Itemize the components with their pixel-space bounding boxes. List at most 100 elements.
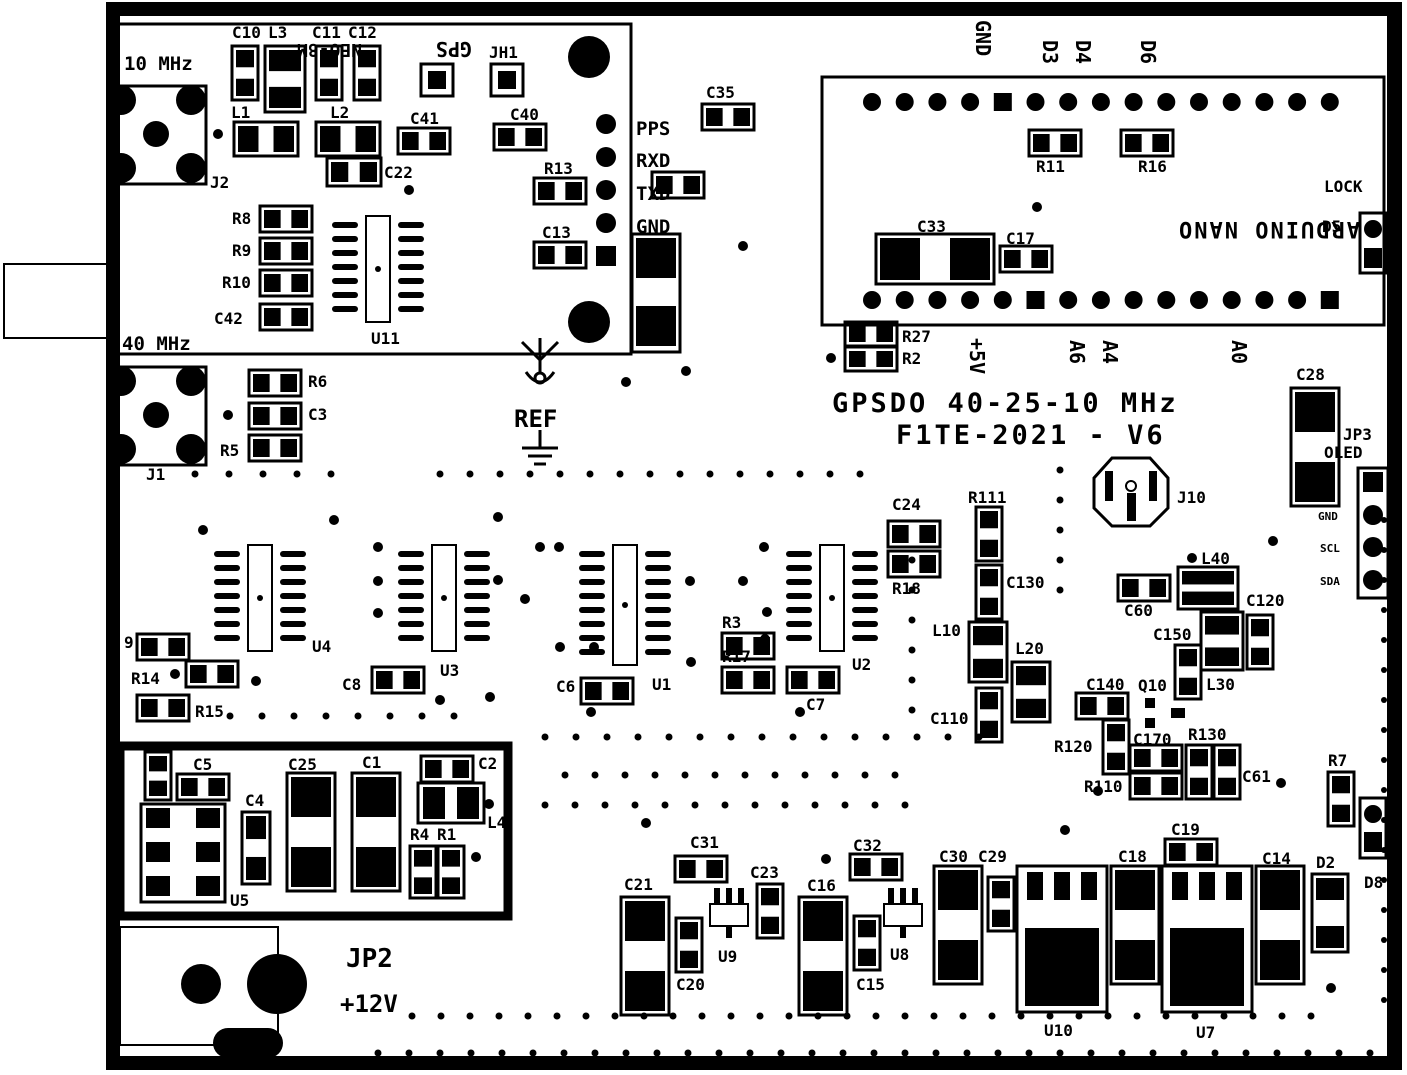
label-sda: SDA (1320, 575, 1340, 588)
board-subtitle: F1TE-2021 - V6 (896, 420, 1166, 451)
power-jack-label: JP2 (346, 944, 393, 974)
refdes-r7: R7 (1328, 751, 1347, 770)
label-40mhz: 40 MHz (122, 333, 191, 355)
refdes-jp3: JP3 (1343, 425, 1372, 444)
refdes-u7: U7 (1196, 1023, 1215, 1042)
refdes-c30: C30 (939, 847, 968, 866)
refdes-r6: R6 (308, 372, 327, 391)
refdes-u11: U11 (371, 329, 400, 348)
refdes-l20: L20 (1015, 639, 1044, 658)
board-title: GPSDO 40-25-10 MHz (832, 388, 1179, 419)
label-txd: TXD (636, 183, 670, 205)
refdes-l3: L3 (268, 23, 287, 42)
label-gnd-oled: GND (1318, 510, 1338, 523)
refdes-c35: C35 (706, 83, 735, 102)
refdes-r19: 9 (124, 633, 134, 652)
refdes-r16: R16 (1138, 157, 1167, 176)
refdes-c2: C2 (478, 754, 497, 773)
sma-connector-j1 (106, 365, 208, 467)
refdes-c11: C11 (312, 23, 341, 42)
refdes-l2: L2 (330, 103, 349, 122)
refdes-c13: C13 (542, 223, 571, 242)
label-d4: D4 (1071, 40, 1095, 64)
refdes-r111: R111 (968, 488, 1007, 507)
refdes-r14: R14 (131, 669, 160, 688)
refdes-l40: L40 (1201, 549, 1230, 568)
refdes-j2: J2 (210, 173, 229, 192)
refdes-c24: C24 (892, 495, 921, 514)
refdes-c20: C20 (676, 975, 705, 994)
refdes-d5: D5 (1322, 217, 1341, 236)
refdes-r120: R120 (1054, 737, 1093, 756)
refdes-c42: C42 (214, 309, 243, 328)
refdes-c6: C6 (556, 677, 575, 696)
refdes-c18: C18 (1118, 847, 1147, 866)
refdes-c23: C23 (750, 863, 779, 882)
refdes-c8: C8 (342, 675, 361, 694)
refdes-l30: L30 (1206, 675, 1235, 694)
board-outline (106, 2, 1402, 1070)
via-dots (170, 129, 1387, 1057)
label-arduino: ARDUINO NANO (1177, 216, 1360, 241)
refdes-u2: U2 (852, 655, 871, 674)
refdes-q10: Q10 (1138, 676, 1167, 695)
silkscreen-text: GPSDO 40-25-10 MHz F1TE-2021 - V6 JP2 +1… (122, 20, 1363, 1018)
refdes-c7: C7 (806, 695, 825, 714)
refdes-u4: U4 (312, 637, 331, 656)
refdes-c16: C16 (807, 876, 836, 895)
label-10mhz: 10 MHz (124, 53, 193, 75)
refdes-u8: U8 (890, 945, 909, 964)
label-a0: A0 (1227, 340, 1251, 364)
refdes-r110: R110 (1084, 777, 1123, 796)
label-scl: SCL (1320, 542, 1340, 555)
refdes-r9: R9 (232, 241, 251, 260)
refdes-c61: C61 (1242, 767, 1271, 786)
refdes-c32: C32 (853, 836, 882, 855)
refdes-u1: U1 (652, 675, 671, 694)
refdes-r11: R11 (1036, 157, 1065, 176)
refdes-c130: C130 (1006, 573, 1045, 592)
refdes-c1: C1 (362, 753, 381, 772)
refdes-c5: C5 (193, 755, 212, 774)
refdes-u9: U9 (718, 947, 737, 966)
refdes-r17: R17 (722, 647, 751, 666)
arduino-pin-rows (863, 93, 1339, 309)
refdes-c22: C22 (384, 163, 413, 182)
gps-module-outline (116, 22, 633, 356)
refdes-c4: C4 (245, 791, 264, 810)
refdes-c41: C41 (410, 109, 439, 128)
refdes-jh1: JH1 (489, 43, 518, 62)
label-lock: LOCK (1324, 177, 1363, 196)
label-plus5v: +5V (965, 338, 989, 374)
refdes-c10: C10 (232, 23, 261, 42)
refdes-r15: R15 (195, 702, 224, 721)
refdes-r130: R130 (1188, 725, 1227, 744)
refdes-d2: D2 (1316, 853, 1335, 872)
refdes-c25: C25 (288, 755, 317, 774)
arduino-outline (820, 75, 1386, 327)
smd-pads (135, 44, 1356, 974)
refdes-c21: C21 (624, 875, 653, 894)
label-oled: OLED (1324, 443, 1363, 462)
sma-edge-protrusion (3, 263, 111, 339)
refdes-d8: D8 (1364, 873, 1383, 892)
label-neo: NEO-8M (297, 39, 362, 60)
refdes-j10: J10 (1177, 488, 1206, 507)
label-pps: PPS (636, 118, 670, 140)
refdes-c120: C120 (1246, 591, 1285, 610)
sma-connector-j2 (106, 84, 208, 186)
refdes-l4: L4 (487, 813, 506, 832)
label-gnd-top: GND (971, 20, 995, 56)
refdes-r4: R4 (410, 825, 429, 844)
ref-antenna-symbol (520, 338, 560, 466)
refdes-u10: U10 (1044, 1021, 1073, 1040)
refdes-l10: L10 (932, 621, 961, 640)
label-5v: 5V (1322, 478, 1336, 491)
power-voltage-label: +12V (340, 990, 398, 1018)
refdes-c19: C19 (1171, 820, 1200, 839)
label-rxd: RXD (636, 150, 670, 172)
refdes-r8: R8 (232, 209, 251, 228)
refdes-c60: C60 (1124, 601, 1153, 620)
refdes-r13: R13 (544, 159, 573, 178)
refdes-c140: C140 (1086, 675, 1125, 694)
